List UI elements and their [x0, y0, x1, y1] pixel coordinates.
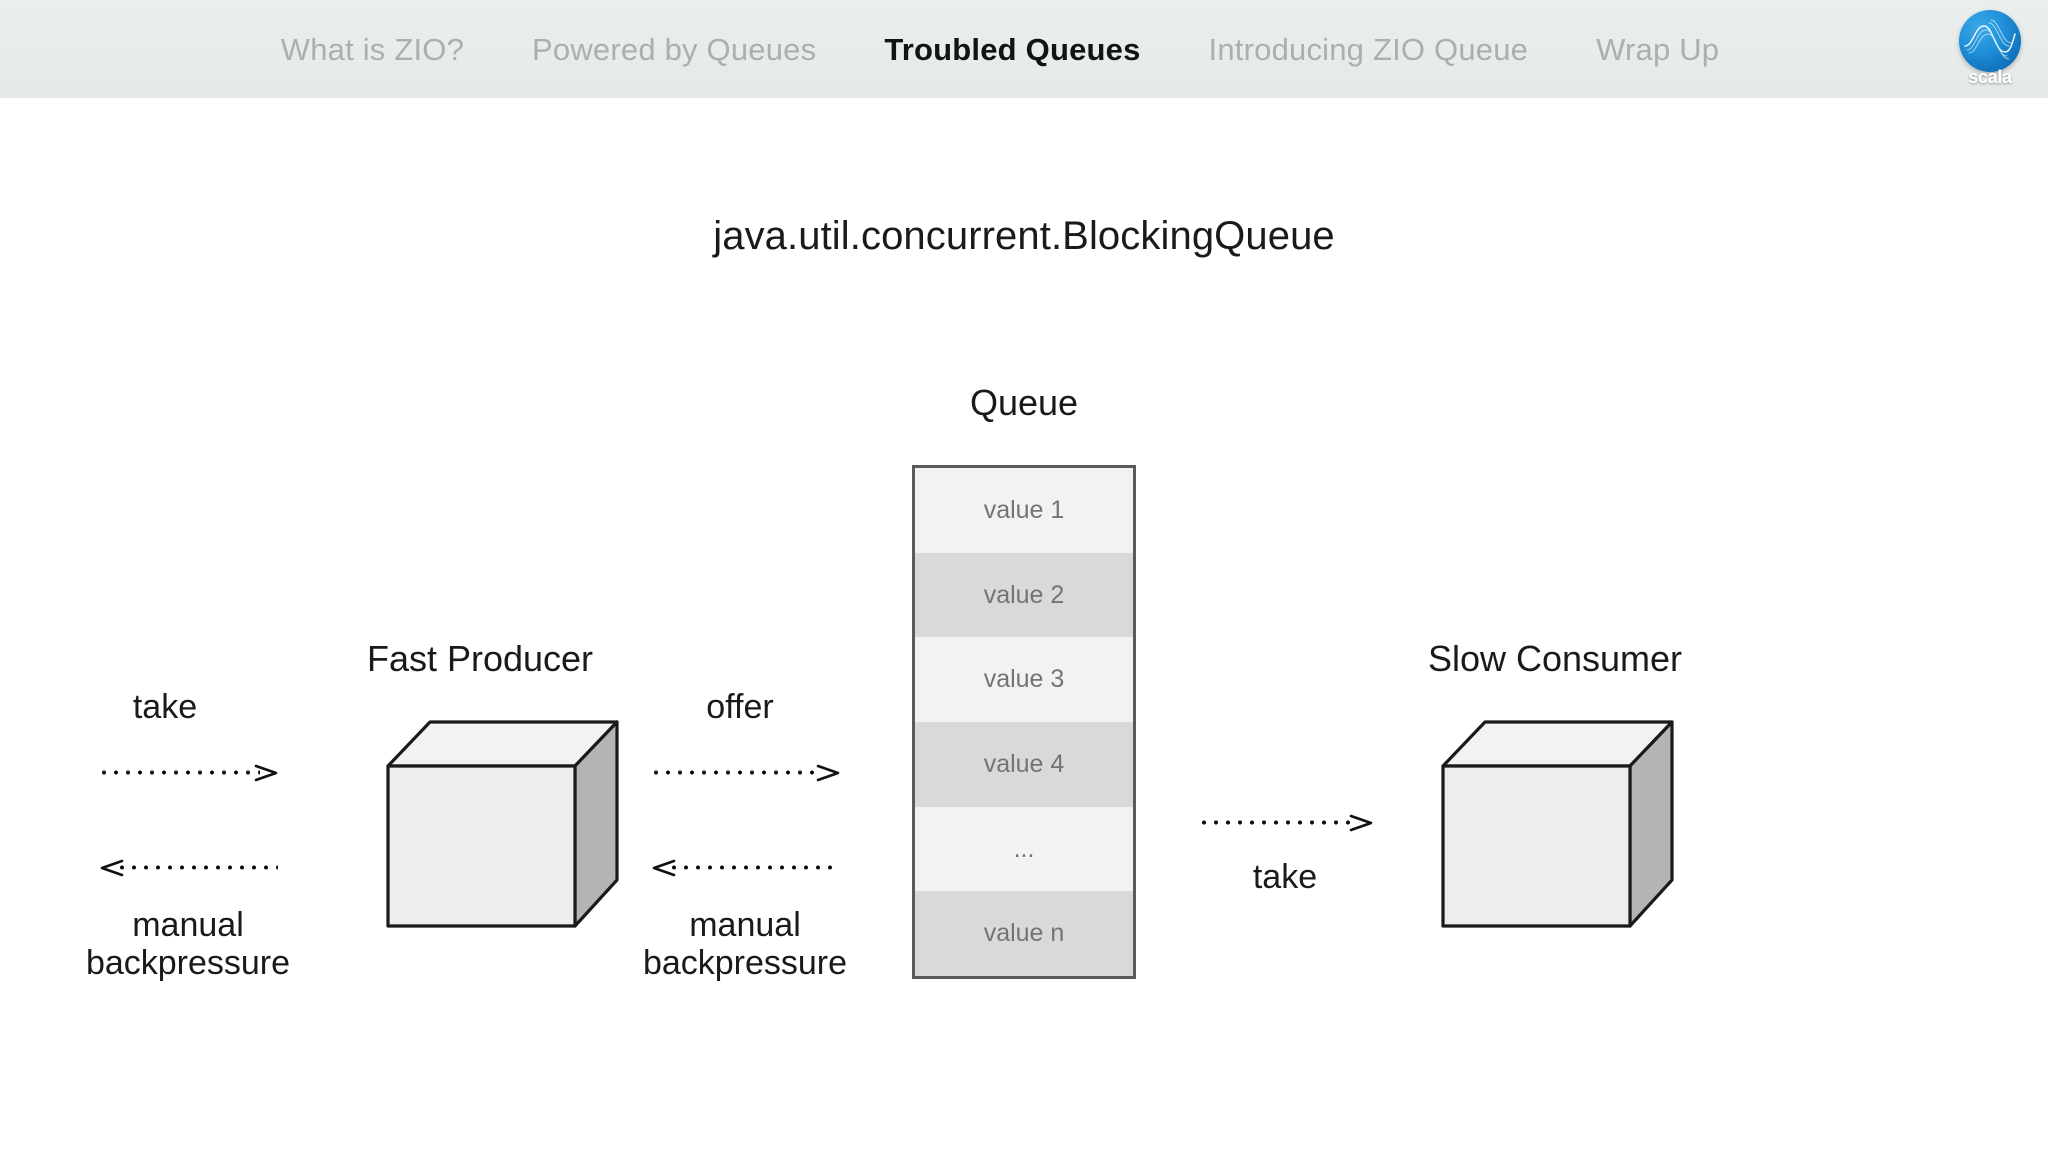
arrow-dots [650, 770, 822, 775]
queue-cell: value n [915, 891, 1133, 977]
queue-cell: value 1 [915, 468, 1133, 553]
slide-title: java.util.concurrent.BlockingQueue [713, 214, 1335, 258]
fast-producer-cube-icon [386, 720, 619, 928]
slow-consumer-cube-icon [1441, 720, 1674, 928]
scala-logo-text: scala [1968, 67, 2012, 87]
arrowhead-right-icon [254, 764, 278, 781]
queue-cell: value 4 [915, 722, 1133, 807]
nav-item-wrap-up[interactable]: Wrap Up [1596, 31, 1720, 67]
offer-backpressure-arrow-reverse [650, 859, 840, 876]
queue-cell: ... [915, 806, 1133, 892]
backpressure-line-2: backpressure [85, 944, 291, 983]
arrowhead-right-icon [816, 764, 840, 781]
arrowhead-left-icon [652, 859, 676, 876]
arrow-dots [98, 770, 260, 775]
slide-content: java.util.concurrent.BlockingQueue Queue… [0, 98, 2048, 1152]
queue-box: value 1 value 2 value 3 value 4 ... valu… [912, 465, 1136, 979]
nav-item-what-is-zio[interactable]: What is ZIO? [280, 31, 465, 67]
left-take-label: take [132, 688, 198, 726]
queue-title: Queue [969, 382, 1079, 423]
arrow-dots [668, 865, 840, 870]
offer-label: offer [706, 688, 774, 726]
left-take-arrow-forward [98, 764, 278, 781]
scala-wave-icon [1964, 19, 2016, 60]
queue-take-label: take [1252, 858, 1318, 896]
left-backpressure-label: manual backpressure [28, 906, 348, 982]
arrowhead-right-icon [1349, 814, 1373, 831]
nav-item-powered-by-queues[interactable]: Powered by Queues [532, 31, 817, 67]
queue-cell: value 3 [915, 637, 1133, 723]
scala-logo[interactable]: scala [1948, 4, 2032, 94]
queue-cell: value 2 [915, 552, 1133, 638]
nav-item-troubled-queues[interactable]: Troubled Queues [884, 31, 1141, 67]
backpressure-line-2: backpressure [642, 944, 848, 983]
arrowhead-left-icon [100, 859, 124, 876]
nav-items-list: What is ZIO? Powered by Queues Troubled … [0, 0, 1970, 98]
backpressure-line-1: manual [132, 906, 244, 944]
arrow-dots [116, 865, 278, 870]
top-navigation-bar: What is ZIO? Powered by Queues Troubled … [0, 0, 2048, 98]
backpressure-line-1: manual [689, 906, 801, 944]
left-backpressure-arrow-reverse [98, 859, 278, 876]
offer-backpressure-label: manual backpressure [585, 906, 905, 982]
nav-item-introducing-zio-queue[interactable]: Introducing ZIO Queue [1208, 31, 1529, 67]
arrow-dots [1198, 820, 1356, 825]
scala-logo-icon [1959, 10, 2021, 72]
fast-producer-label: Fast Producer [366, 638, 594, 679]
queue-take-arrow-forward [1198, 814, 1373, 831]
slow-consumer-label: Slow Consumer [1427, 638, 1683, 679]
offer-arrow-forward [650, 764, 840, 781]
